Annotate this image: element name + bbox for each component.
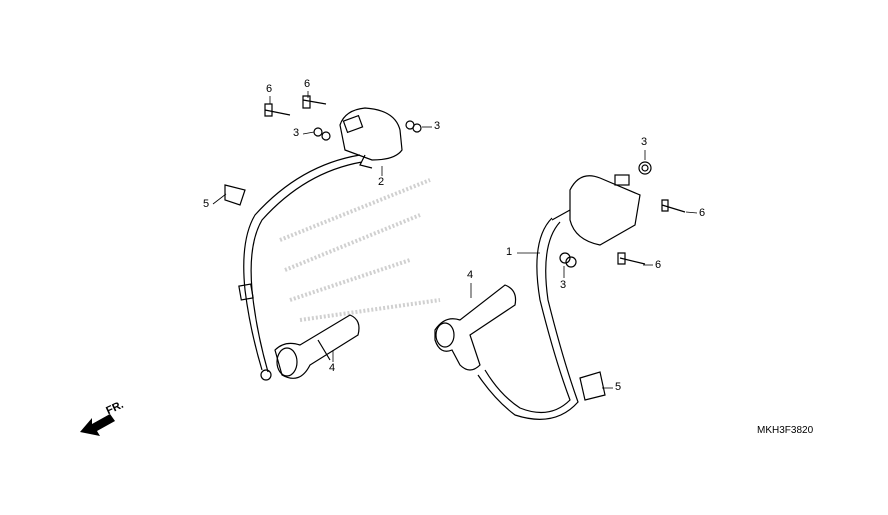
high-tension-cord-left [238, 154, 363, 381]
bolts-left [224, 95, 422, 206]
bolts-right [559, 161, 686, 401]
callout-3: 3 [293, 127, 300, 139]
callout-5: 5 [615, 381, 622, 393]
callout-3: 3 [434, 120, 441, 132]
high-tension-cord-right [477, 217, 579, 420]
callout-3: 3 [641, 136, 648, 148]
callout-6: 6 [699, 207, 706, 219]
plug-cap-left [274, 314, 360, 379]
callout-3: 3 [560, 279, 567, 291]
callout-6: 6 [655, 259, 662, 271]
diagram-code: MKH3F3820 [757, 425, 814, 436]
callout-6: 6 [266, 83, 273, 95]
callout-4: 4 [329, 362, 336, 374]
callout-5: 5 [203, 198, 210, 210]
callout-1: 1 [506, 246, 513, 258]
ignition-coil-right [551, 174, 641, 246]
watermark-logo [279, 178, 441, 322]
leader-lines [212, 91, 698, 389]
callout-6: 6 [304, 78, 311, 90]
ignition-coil-left [339, 107, 403, 169]
plug-cap-right [434, 284, 517, 371]
front-arrow-icon [80, 414, 115, 436]
callout-4: 4 [467, 269, 474, 281]
callout-2: 2 [378, 176, 385, 188]
